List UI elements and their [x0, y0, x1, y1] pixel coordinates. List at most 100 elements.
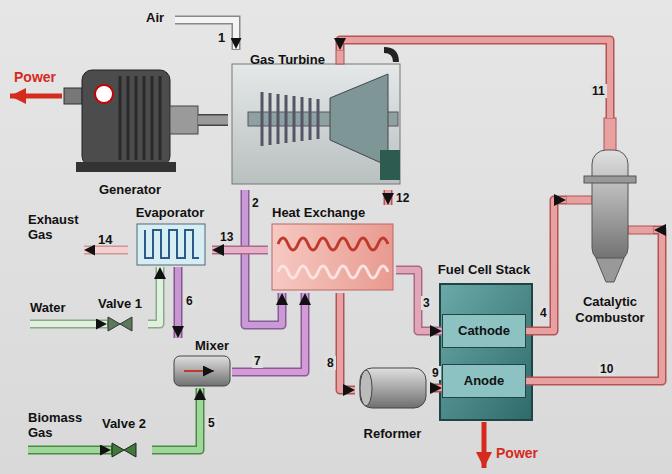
- node-label: Anode: [464, 373, 504, 389]
- air-inlet-pipe: [175, 20, 236, 50]
- power-label: Power: [496, 446, 538, 461]
- valve: Valve 1: [92, 296, 148, 336]
- turbine-illustration-part: [277, 94, 280, 144]
- stream-number: 8: [325, 356, 336, 370]
- stream-number: 14: [98, 232, 112, 247]
- anode: Anode: [442, 364, 526, 398]
- water-inlet-pipe: [30, 324, 108, 325]
- pipe-connector: [232, 293, 305, 372]
- pipe-outline: [232, 293, 305, 372]
- stream-number: 9: [430, 366, 441, 380]
- reformer-illustration-part: [360, 370, 372, 406]
- combustor-illustration-part: [584, 176, 636, 183]
- combustor-illustration-part: [592, 150, 628, 262]
- pipe-outline: [430, 384, 442, 393]
- generator-fins: [120, 76, 160, 160]
- combustor-illustration-part: [628, 226, 654, 234]
- pipe-connector: [152, 388, 200, 450]
- generator-illustration: [64, 70, 198, 172]
- stream-number: 12: [394, 191, 411, 205]
- pipe-fill: [148, 267, 160, 324]
- generator-illustration-part: [135, 76, 138, 160]
- heat-exchanger-illustration-part: [278, 238, 388, 250]
- power-arrow-fuel-cell-part: [482, 422, 487, 468]
- pipe-fill: [198, 116, 228, 125]
- heat-exchanger-illustration-part: [278, 266, 388, 278]
- pipe-connector: [212, 250, 268, 251]
- turbine-illustration-part: [384, 50, 396, 62]
- pipe-connector: [388, 190, 389, 205]
- shaft-coupling: [198, 120, 228, 121]
- pipe-fill: [175, 267, 181, 338]
- pipe-outline: [152, 388, 200, 450]
- stream-number: 11: [590, 84, 607, 98]
- turbine-illustration-part: [293, 96, 296, 142]
- turbine-illustration-part: [336, 50, 344, 64]
- inlet-label: Biomass Gas: [28, 410, 90, 440]
- node-label: Mixer: [195, 338, 229, 354]
- turbine-illustration-part: [285, 95, 288, 143]
- pipe-fill: [385, 190, 391, 205]
- mixer-illustration: [174, 356, 230, 386]
- generator-illustration-part: [64, 88, 82, 104]
- stream-number: 6: [184, 294, 195, 308]
- stream-number: 2: [250, 196, 261, 210]
- fuel-cell-body-part: [440, 284, 532, 420]
- stream-number: 5: [206, 416, 217, 430]
- evaporator-illustration: [137, 224, 205, 265]
- generator-illustration-part: [127, 76, 130, 160]
- generator-illustration-part: [151, 76, 154, 160]
- catalytic-combustor: Catalytic Combustor: [566, 118, 654, 326]
- air-inlet-pipe-part: [175, 20, 236, 49]
- evaporator: Evaporator: [128, 205, 212, 267]
- valve-1-symbol-part: [108, 317, 120, 331]
- pipe-connector: [148, 267, 160, 324]
- stream-number: 7: [252, 354, 263, 368]
- power-label: Power: [14, 70, 56, 85]
- node-label: Cathode: [458, 323, 510, 339]
- turbine-illustration: [232, 50, 400, 184]
- pipe-outline: [384, 190, 393, 205]
- biomass-inlet-pipe-part: [28, 446, 112, 455]
- pipe-outline: [198, 114, 228, 126]
- stream-number: 13: [218, 230, 235, 244]
- generator-illustration-part: [159, 76, 162, 160]
- turbine-illustration-part: [301, 97, 304, 141]
- pipe-connector: [340, 293, 355, 390]
- fuel-cell-stack: Fuel Cell StackCathodeAnode: [432, 262, 536, 422]
- turbine-illustration-part: [380, 150, 400, 180]
- node-label: Generator: [99, 182, 161, 198]
- pipe-connector: [430, 388, 442, 389]
- valve-2-symbol-part: [124, 443, 136, 457]
- fuel-cell-body: [440, 284, 532, 420]
- water-inlet-pipe-part: [30, 320, 108, 329]
- combustor-illustration: [566, 118, 654, 282]
- stream-number: 4: [538, 306, 549, 320]
- pipe-connector: [396, 270, 442, 331]
- pipe-outline: [340, 40, 610, 118]
- node-label: Valve 2: [102, 416, 146, 432]
- node-label: Fuel Cell Stack: [438, 262, 530, 278]
- node-label: Valve 1: [98, 296, 142, 312]
- valve-1-symbol: [108, 317, 132, 331]
- reformer-illustration-part: [360, 368, 426, 408]
- biomass-inlet-pipe: [28, 450, 112, 451]
- stream-number: 10: [598, 362, 615, 376]
- pipe-connector: [526, 230, 662, 381]
- turbine-illustration-part: [309, 98, 312, 140]
- generator-illustration-part: [82, 70, 170, 166]
- generator-illustration-part: [76, 162, 176, 172]
- pipe-outline: [148, 267, 160, 324]
- node-label: Gas Turbine: [250, 52, 325, 68]
- pipe-outline: [396, 270, 442, 331]
- pipe-outline: [340, 293, 355, 390]
- pipe-outline: [526, 230, 662, 381]
- mixer: Mixer: [170, 338, 232, 388]
- turbine-blades: [262, 92, 318, 146]
- turbine-illustration-part: [232, 64, 400, 184]
- turbine-illustration-part: [269, 93, 272, 145]
- power-arrow-generator: [10, 96, 62, 97]
- stream-number: 3: [421, 296, 432, 310]
- valve-1-symbol-part: [120, 317, 132, 331]
